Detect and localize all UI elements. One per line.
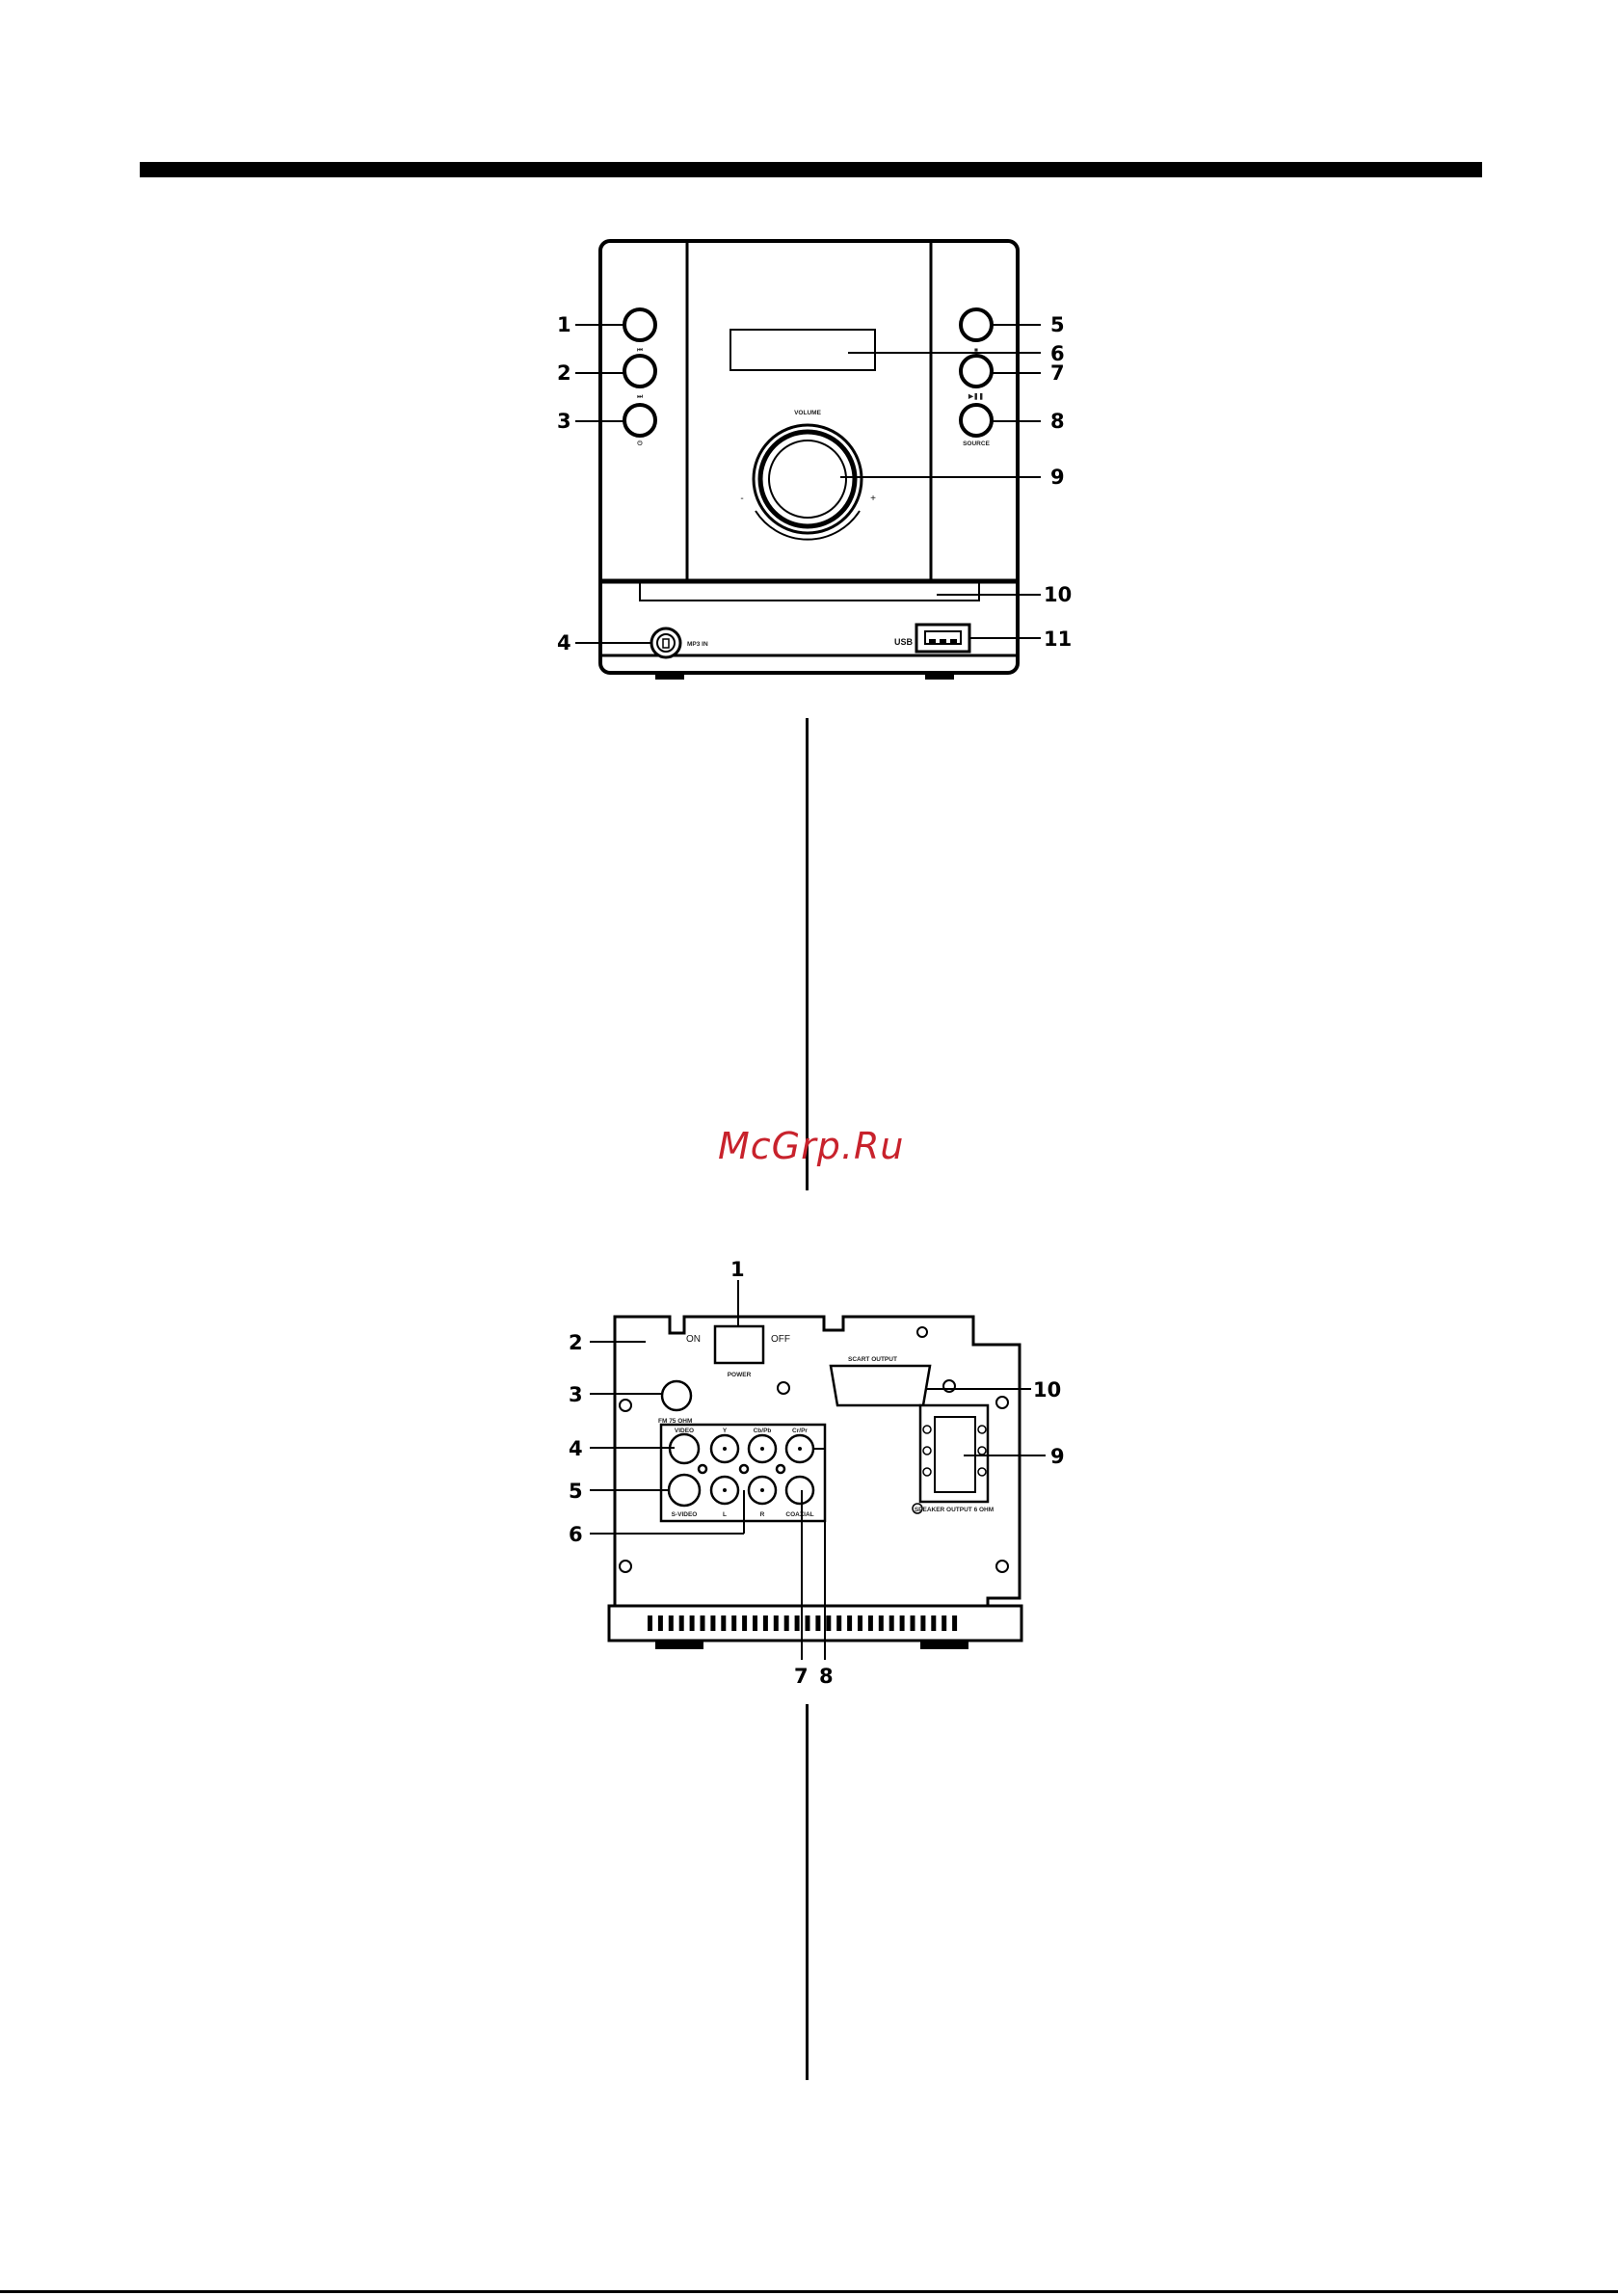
power-label: POWER	[728, 1372, 752, 1378]
rear-callout-7: 7	[794, 1665, 809, 1688]
video-label: VIDEO	[675, 1428, 694, 1434]
vent-slot	[879, 1615, 884, 1631]
column-divider-bottom	[806, 1704, 809, 2080]
vent-slot	[721, 1615, 726, 1631]
vent-slot	[836, 1615, 841, 1631]
vent-slot	[763, 1615, 768, 1631]
coaxial-label: COAXIAL	[785, 1511, 813, 1518]
cr-label: Cr/Pr	[792, 1428, 808, 1434]
vent-slot	[774, 1615, 779, 1631]
vent-slot	[658, 1615, 663, 1631]
vent-slot	[648, 1615, 652, 1631]
vent-slot	[669, 1615, 674, 1631]
vent-slot	[826, 1615, 831, 1631]
vent-slot	[742, 1615, 747, 1631]
r-label: R	[760, 1511, 765, 1518]
footer-rule	[0, 2290, 1618, 2293]
fm-antenna-jack[interactable]	[662, 1381, 691, 1410]
vent-slot	[806, 1615, 810, 1631]
power-on-label: ON	[686, 1334, 701, 1345]
vent-slot	[952, 1615, 957, 1631]
vent-slot	[900, 1615, 905, 1631]
svideo-label: S-VIDEO	[672, 1511, 698, 1518]
y-label: Y	[723, 1428, 728, 1434]
vent-slot	[701, 1615, 705, 1631]
vent-slot	[690, 1615, 695, 1631]
vent-slot	[679, 1615, 684, 1631]
vent-slot	[753, 1615, 757, 1631]
rear-callout-10: 10	[1033, 1378, 1061, 1402]
cb-label: Cb/Pb	[754, 1428, 772, 1434]
vent-slot	[868, 1615, 873, 1631]
vent-slot	[795, 1615, 800, 1631]
vent-slot	[931, 1615, 936, 1631]
vent-slot	[847, 1615, 852, 1631]
vent-slot	[731, 1615, 736, 1631]
rear-panel-diagram: ON OFF POWER SCART OUTPUT FM 75 OHM VIDE…	[0, 0, 1618, 1696]
rear-callout-8: 8	[819, 1665, 834, 1688]
rear-callout-1: 1	[730, 1258, 745, 1281]
rear-callout-3: 3	[569, 1383, 583, 1406]
l-label: L	[723, 1511, 727, 1518]
rear-callout-4: 4	[569, 1437, 583, 1460]
vent-slot	[784, 1615, 789, 1631]
vent-slot	[889, 1615, 894, 1631]
rear-callout-6: 6	[569, 1523, 583, 1546]
rear-callout-2: 2	[569, 1331, 583, 1354]
vent-slot	[942, 1615, 946, 1631]
vent-slot	[815, 1615, 820, 1631]
rear-callout-9: 9	[1050, 1445, 1065, 1468]
vent-slot	[920, 1615, 925, 1631]
scart-connector[interactable]	[831, 1366, 930, 1405]
scart-label: SCART OUTPUT	[848, 1356, 897, 1363]
power-off-label: OFF	[771, 1334, 790, 1345]
rear-callout-5: 5	[569, 1480, 583, 1503]
vent-slot	[710, 1615, 715, 1631]
vent-slot	[911, 1615, 915, 1631]
power-switch[interactable]	[715, 1326, 763, 1363]
vent-slot	[858, 1615, 862, 1631]
speaker-output-label: SPEAKER OUTPUT 6 OHM	[915, 1507, 994, 1513]
